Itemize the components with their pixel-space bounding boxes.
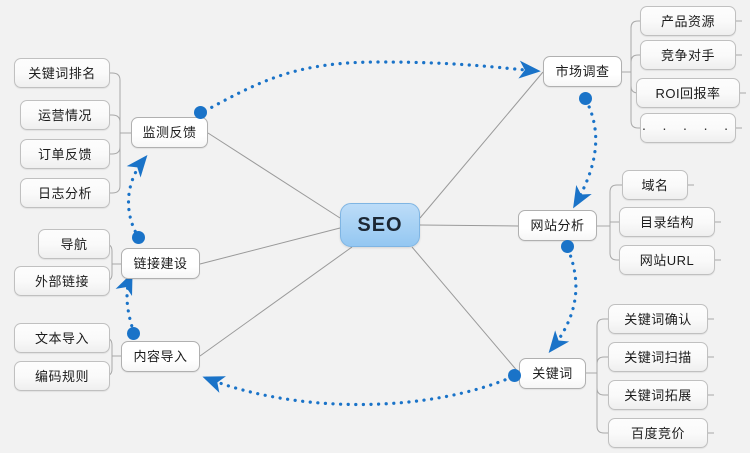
flow-origin-dot-content-import (127, 327, 140, 340)
branch-node-market-research[interactable]: 市场调查 (543, 56, 622, 87)
flow-monitor-to-market (203, 60, 541, 113)
leaf-node-baidu-bidding[interactable]: 百度竞价 (608, 418, 708, 448)
flow-origin-dot-link-building (132, 231, 145, 244)
leaf-node-operations-status[interactable]: 运营情况 (20, 100, 110, 130)
leaf-node-competitors[interactable]: 竞争对手 (640, 40, 736, 70)
leaf-node-keyword-ranking[interactable]: 关键词排名 (14, 58, 110, 88)
leaf-node-text-import[interactable]: 文本导入 (14, 323, 110, 353)
flow-origin-dot-site-analysis (561, 240, 574, 253)
branch-node-link-building[interactable]: 链接建设 (121, 248, 200, 279)
leaf-node-keyword-confirm[interactable]: 关键词确认 (608, 304, 708, 334)
leaf-node-product-resources[interactable]: 产品资源 (640, 6, 736, 36)
flow-site-to-keywords (548, 247, 578, 354)
leaf-node-navigation[interactable]: 导航 (38, 229, 110, 259)
flow-keywords-to-content (202, 375, 514, 407)
leaf-node-keyword-scan[interactable]: 关键词扫描 (608, 342, 708, 372)
leaf-node-encoding-rules[interactable]: 编码规则 (14, 361, 110, 391)
branch-node-content-import[interactable]: 内容导入 (121, 341, 200, 372)
flow-market-to-site (573, 98, 598, 209)
branch-node-monitor-feedback[interactable]: 监测反馈 (131, 117, 208, 148)
leaf-node-log-analysis[interactable]: 日志分析 (20, 178, 110, 208)
leaf-node-roi[interactable]: ROI回报率 (636, 78, 740, 108)
branch-node-keywords[interactable]: 关键词 (519, 358, 586, 389)
flow-origin-dot-market-research (579, 92, 592, 105)
leaf-node-order-feedback[interactable]: 订单反馈 (20, 139, 110, 169)
flow-origin-dot-monitor-feedback (194, 106, 207, 119)
leaf-node-more-ellipsis[interactable]: · · · · · (640, 113, 736, 143)
leaf-node-directory-structure[interactable]: 目录结构 (619, 207, 715, 237)
flow-origin-dot-keywords (508, 369, 521, 382)
branch-node-site-analysis[interactable]: 网站分析 (518, 210, 597, 241)
leaf-node-domain-name[interactable]: 域名 (622, 170, 688, 200)
leaf-node-external-links[interactable]: 外部链接 (14, 266, 110, 296)
flow-link-to-monitor (126, 155, 148, 240)
flow-content-to-link (115, 272, 136, 335)
leaf-node-site-url[interactable]: 网站URL (619, 245, 715, 275)
root-node-seo[interactable]: SEO (340, 203, 420, 247)
leaf-node-keyword-expand[interactable]: 关键词拓展 (608, 380, 708, 410)
